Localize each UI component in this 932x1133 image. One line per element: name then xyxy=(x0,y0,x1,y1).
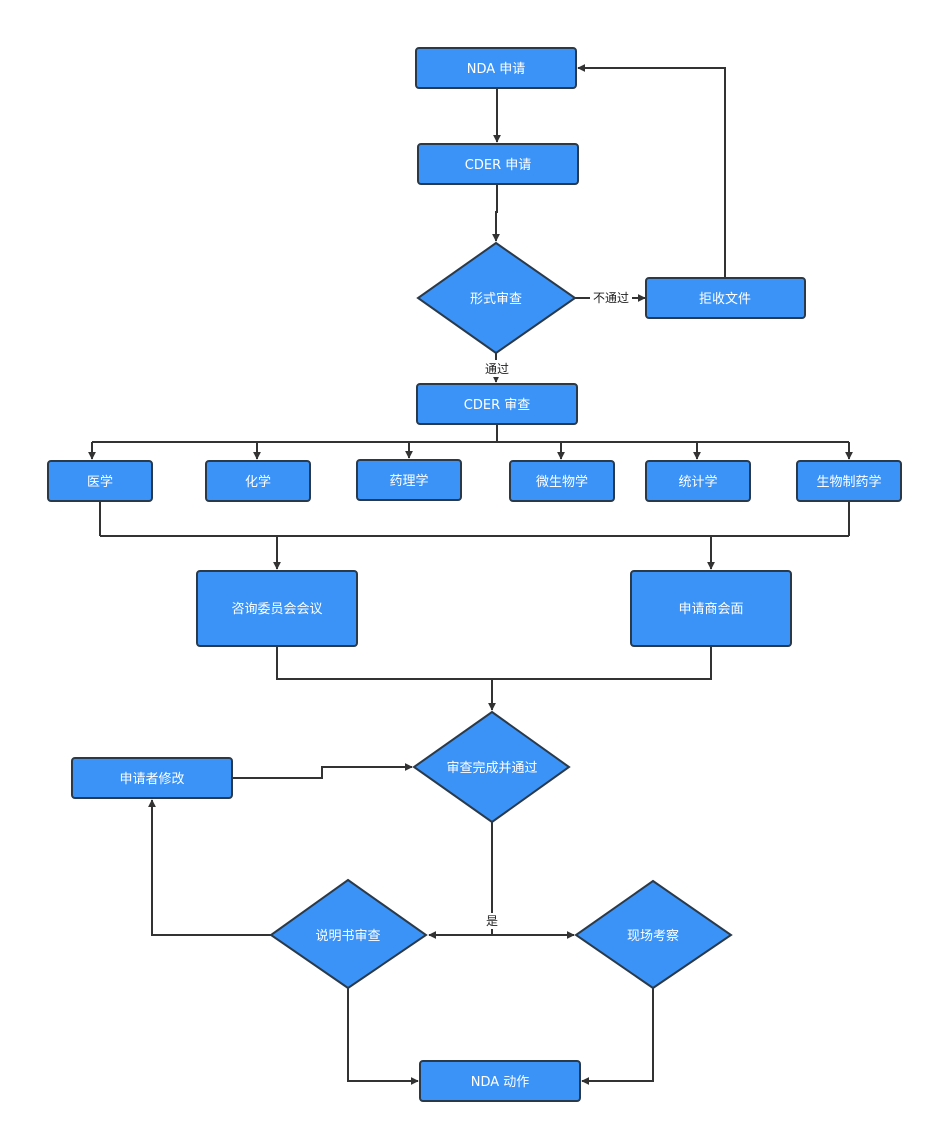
node-applicant-modify xyxy=(71,757,233,799)
node-reject xyxy=(645,277,806,319)
node-chemistry xyxy=(205,460,311,502)
edge-label-passed: 通过 xyxy=(485,362,509,376)
node-cder-apply xyxy=(417,143,579,185)
node-pharmacology xyxy=(356,459,462,501)
node-review-done-label: 审查完成并通过 xyxy=(446,761,537,776)
node-chemistry-label: 化学 xyxy=(245,474,271,490)
node-site-inspection-label: 现场考察 xyxy=(627,929,679,944)
edge-reject-to-nda xyxy=(577,64,726,278)
node-statistics-label: 统计学 xyxy=(678,474,717,490)
edge-advisory-to-done xyxy=(276,646,712,680)
node-cder-apply-label: CDER 申请 xyxy=(465,158,531,173)
edge-label-to-action xyxy=(347,988,419,1085)
node-medicine-label: 医学 xyxy=(87,474,113,490)
node-applicant-meeting xyxy=(630,570,792,647)
edge-label-to-modify xyxy=(148,799,271,936)
node-nda-apply xyxy=(415,47,577,89)
node-nda-action-label: NDA 动作 xyxy=(471,1075,530,1090)
node-cder-review xyxy=(416,383,578,425)
nodes: NDA 申请 CDER 申请 形式审查 拒收文件 CDER 审查 医学 化学 药… xyxy=(47,47,902,1102)
node-applicant-meeting-label: 申请商会面 xyxy=(678,602,743,617)
node-microbiology-label: 微生物学 xyxy=(536,474,588,490)
edge-cder-to-formal xyxy=(492,184,500,242)
node-microbiology xyxy=(509,460,615,502)
node-advisory xyxy=(196,570,358,647)
node-advisory-label: 咨询委员会会议 xyxy=(231,602,322,617)
node-formal-review xyxy=(416,241,577,355)
node-formal-review-label: 形式审查 xyxy=(470,292,522,307)
node-medicine xyxy=(47,460,153,502)
node-cder-review-label: CDER 审查 xyxy=(464,398,530,413)
node-pharmacology-label: 药理学 xyxy=(389,473,428,489)
edge-labels: 不通过 通过 是 xyxy=(482,289,632,929)
edge-label-yes: 是 xyxy=(486,914,498,928)
node-reject-label: 拒收文件 xyxy=(699,292,751,307)
node-label-review-label: 说明书审查 xyxy=(315,929,380,944)
node-biopharma xyxy=(796,460,902,502)
node-label-review xyxy=(269,878,428,990)
node-review-done xyxy=(412,710,571,824)
edge-label-not-passed: 不通过 xyxy=(593,291,629,305)
edge-site-to-action xyxy=(581,988,654,1085)
node-nda-apply-label: NDA 申请 xyxy=(467,62,526,77)
node-biopharma-label: 生物制药学 xyxy=(816,474,881,490)
edge-modify-to-done xyxy=(232,763,413,779)
node-site-inspection xyxy=(574,879,733,990)
node-nda-action xyxy=(419,1060,581,1102)
node-applicant-modify-label: 申请者修改 xyxy=(119,772,184,787)
node-statistics xyxy=(645,460,751,502)
